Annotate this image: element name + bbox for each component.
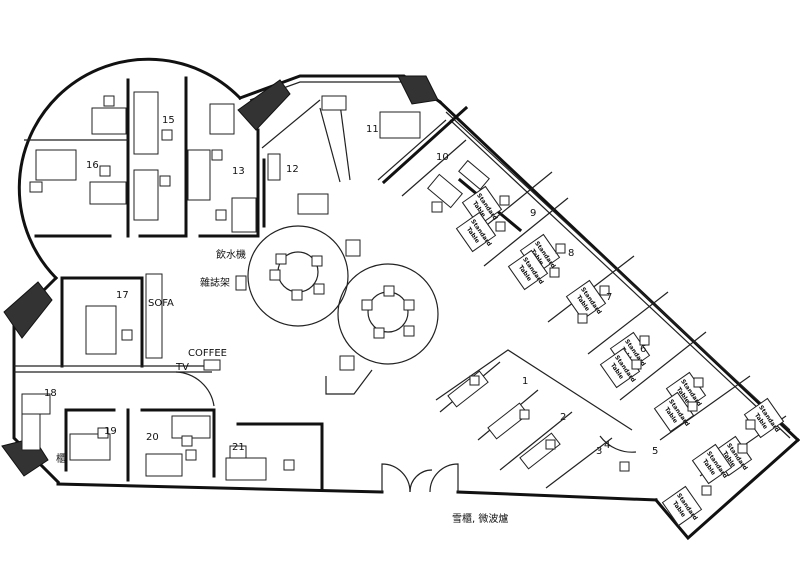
room-12-label: 12 — [286, 164, 299, 175]
rooms-bottom-center — [439, 361, 630, 489]
room-2-label: 2 — [560, 412, 566, 423]
pillar-top-right — [397, 75, 439, 105]
right-wing: 10 Standard Table Standard Table Standar… — [381, 105, 787, 527]
room-11-label: 11 — [366, 124, 379, 135]
room-3-label: 3 — [596, 446, 602, 457]
room-4-label: 4 — [604, 440, 610, 451]
water-dispenser-label: 飲水機 — [216, 248, 246, 261]
room-6-label: 6 — [640, 344, 646, 355]
room-13-label: 13 — [232, 166, 245, 177]
sofa — [145, 273, 163, 359]
room-1-label: 1 — [522, 376, 528, 387]
room-9-label: 9 — [530, 208, 536, 219]
sofa-label: SOFA — [148, 298, 174, 309]
rooms-left: 17 SOFA COFFEE TV 18 櫃 19 20 — [14, 273, 324, 492]
entrance-doors — [381, 463, 459, 493]
rooms-top-middle: 12 11 — [261, 95, 447, 228]
magazine-rack-label: 雜誌架 — [200, 276, 230, 289]
pillar-top-left — [237, 79, 291, 131]
tv-label: TV — [175, 362, 189, 373]
room-17-label: 17 — [116, 290, 129, 301]
coffee-label: COFFEE — [188, 348, 227, 359]
room-16-label: 16 — [86, 160, 99, 171]
room-18-label: 18 — [44, 388, 57, 399]
room-10-label: 10 — [436, 152, 449, 163]
cabinet-label: 櫃 — [56, 452, 66, 465]
pillars — [1, 75, 439, 477]
room-20-label: 20 — [146, 432, 159, 443]
room-21-label: 21 — [232, 442, 245, 453]
rooms-top-left: 15 16 13 — [24, 76, 260, 238]
room-15-label: 15 — [162, 115, 175, 126]
room-8-label: 8 — [568, 248, 574, 259]
fridge-microwave-label: 雪櫃, 微波爐 — [452, 512, 508, 525]
room-5-label: 5 — [652, 446, 658, 457]
room-19-label: 19 — [104, 426, 117, 437]
standard-tables: Standard Table Standard Table Standard T… — [455, 185, 785, 527]
room-7-label: 7 — [606, 292, 612, 303]
meeting-area: 飲水機 雜誌架 — [200, 225, 439, 395]
pillar-left — [3, 281, 53, 339]
